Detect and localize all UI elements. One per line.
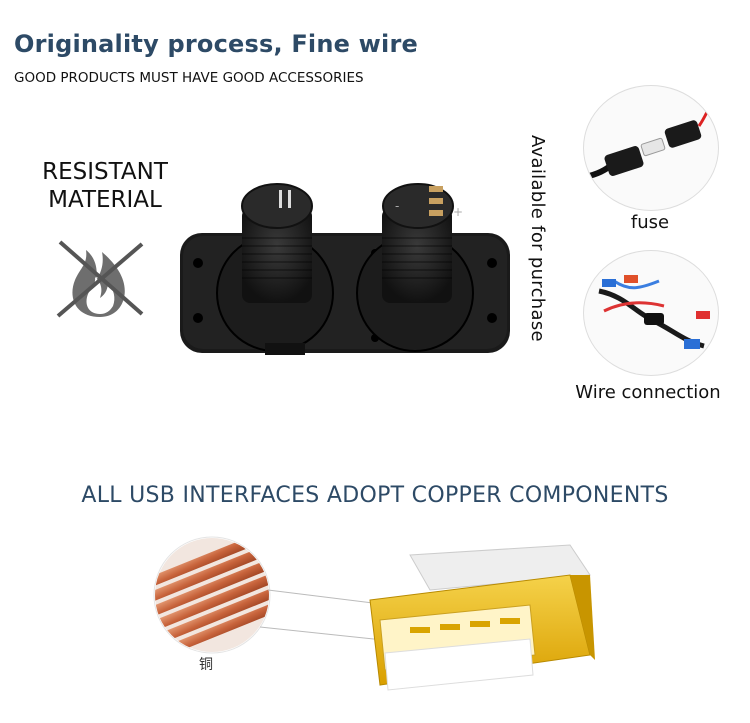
copper-sheets-circle — [153, 536, 271, 654]
right-socket: + - — [356, 183, 474, 352]
usb-copper-illustration — [153, 536, 595, 691]
left-socket — [216, 183, 334, 352]
resistant-line-2: MATERIAL — [48, 187, 162, 213]
fuse-photo-icon — [588, 99, 716, 179]
usb-section-heading: ALL USB INTERFACES ADOPT COPPER COMPONEN… — [81, 483, 669, 508]
minus-marking: - — [395, 199, 399, 213]
wire-connection-label: Wire connection — [575, 382, 721, 403]
wire-connection-thumbnail — [583, 250, 719, 376]
available-for-purchase-label: Available for purchase — [527, 135, 548, 342]
plus-marking: + — [453, 205, 463, 219]
resistant-material-label: RESISTANT MATERIAL — [30, 158, 180, 214]
usb-port-graphic — [369, 544, 595, 691]
fuse-thumbnail — [583, 85, 719, 211]
copper-label: 铜 — [199, 657, 213, 673]
page-subtitle: GOOD PRODUCTS MUST HAVE GOOD ACCESSORIES — [14, 70, 364, 86]
resistant-line-1: RESISTANT — [42, 159, 168, 185]
page-title: Originality process, Fine wire — [14, 30, 418, 58]
wire-connector-photo-icon — [598, 275, 710, 349]
no-fire-icon — [56, 240, 144, 318]
fuse-label: fuse — [630, 212, 670, 233]
dual-socket-panel: + - — [180, 183, 510, 355]
